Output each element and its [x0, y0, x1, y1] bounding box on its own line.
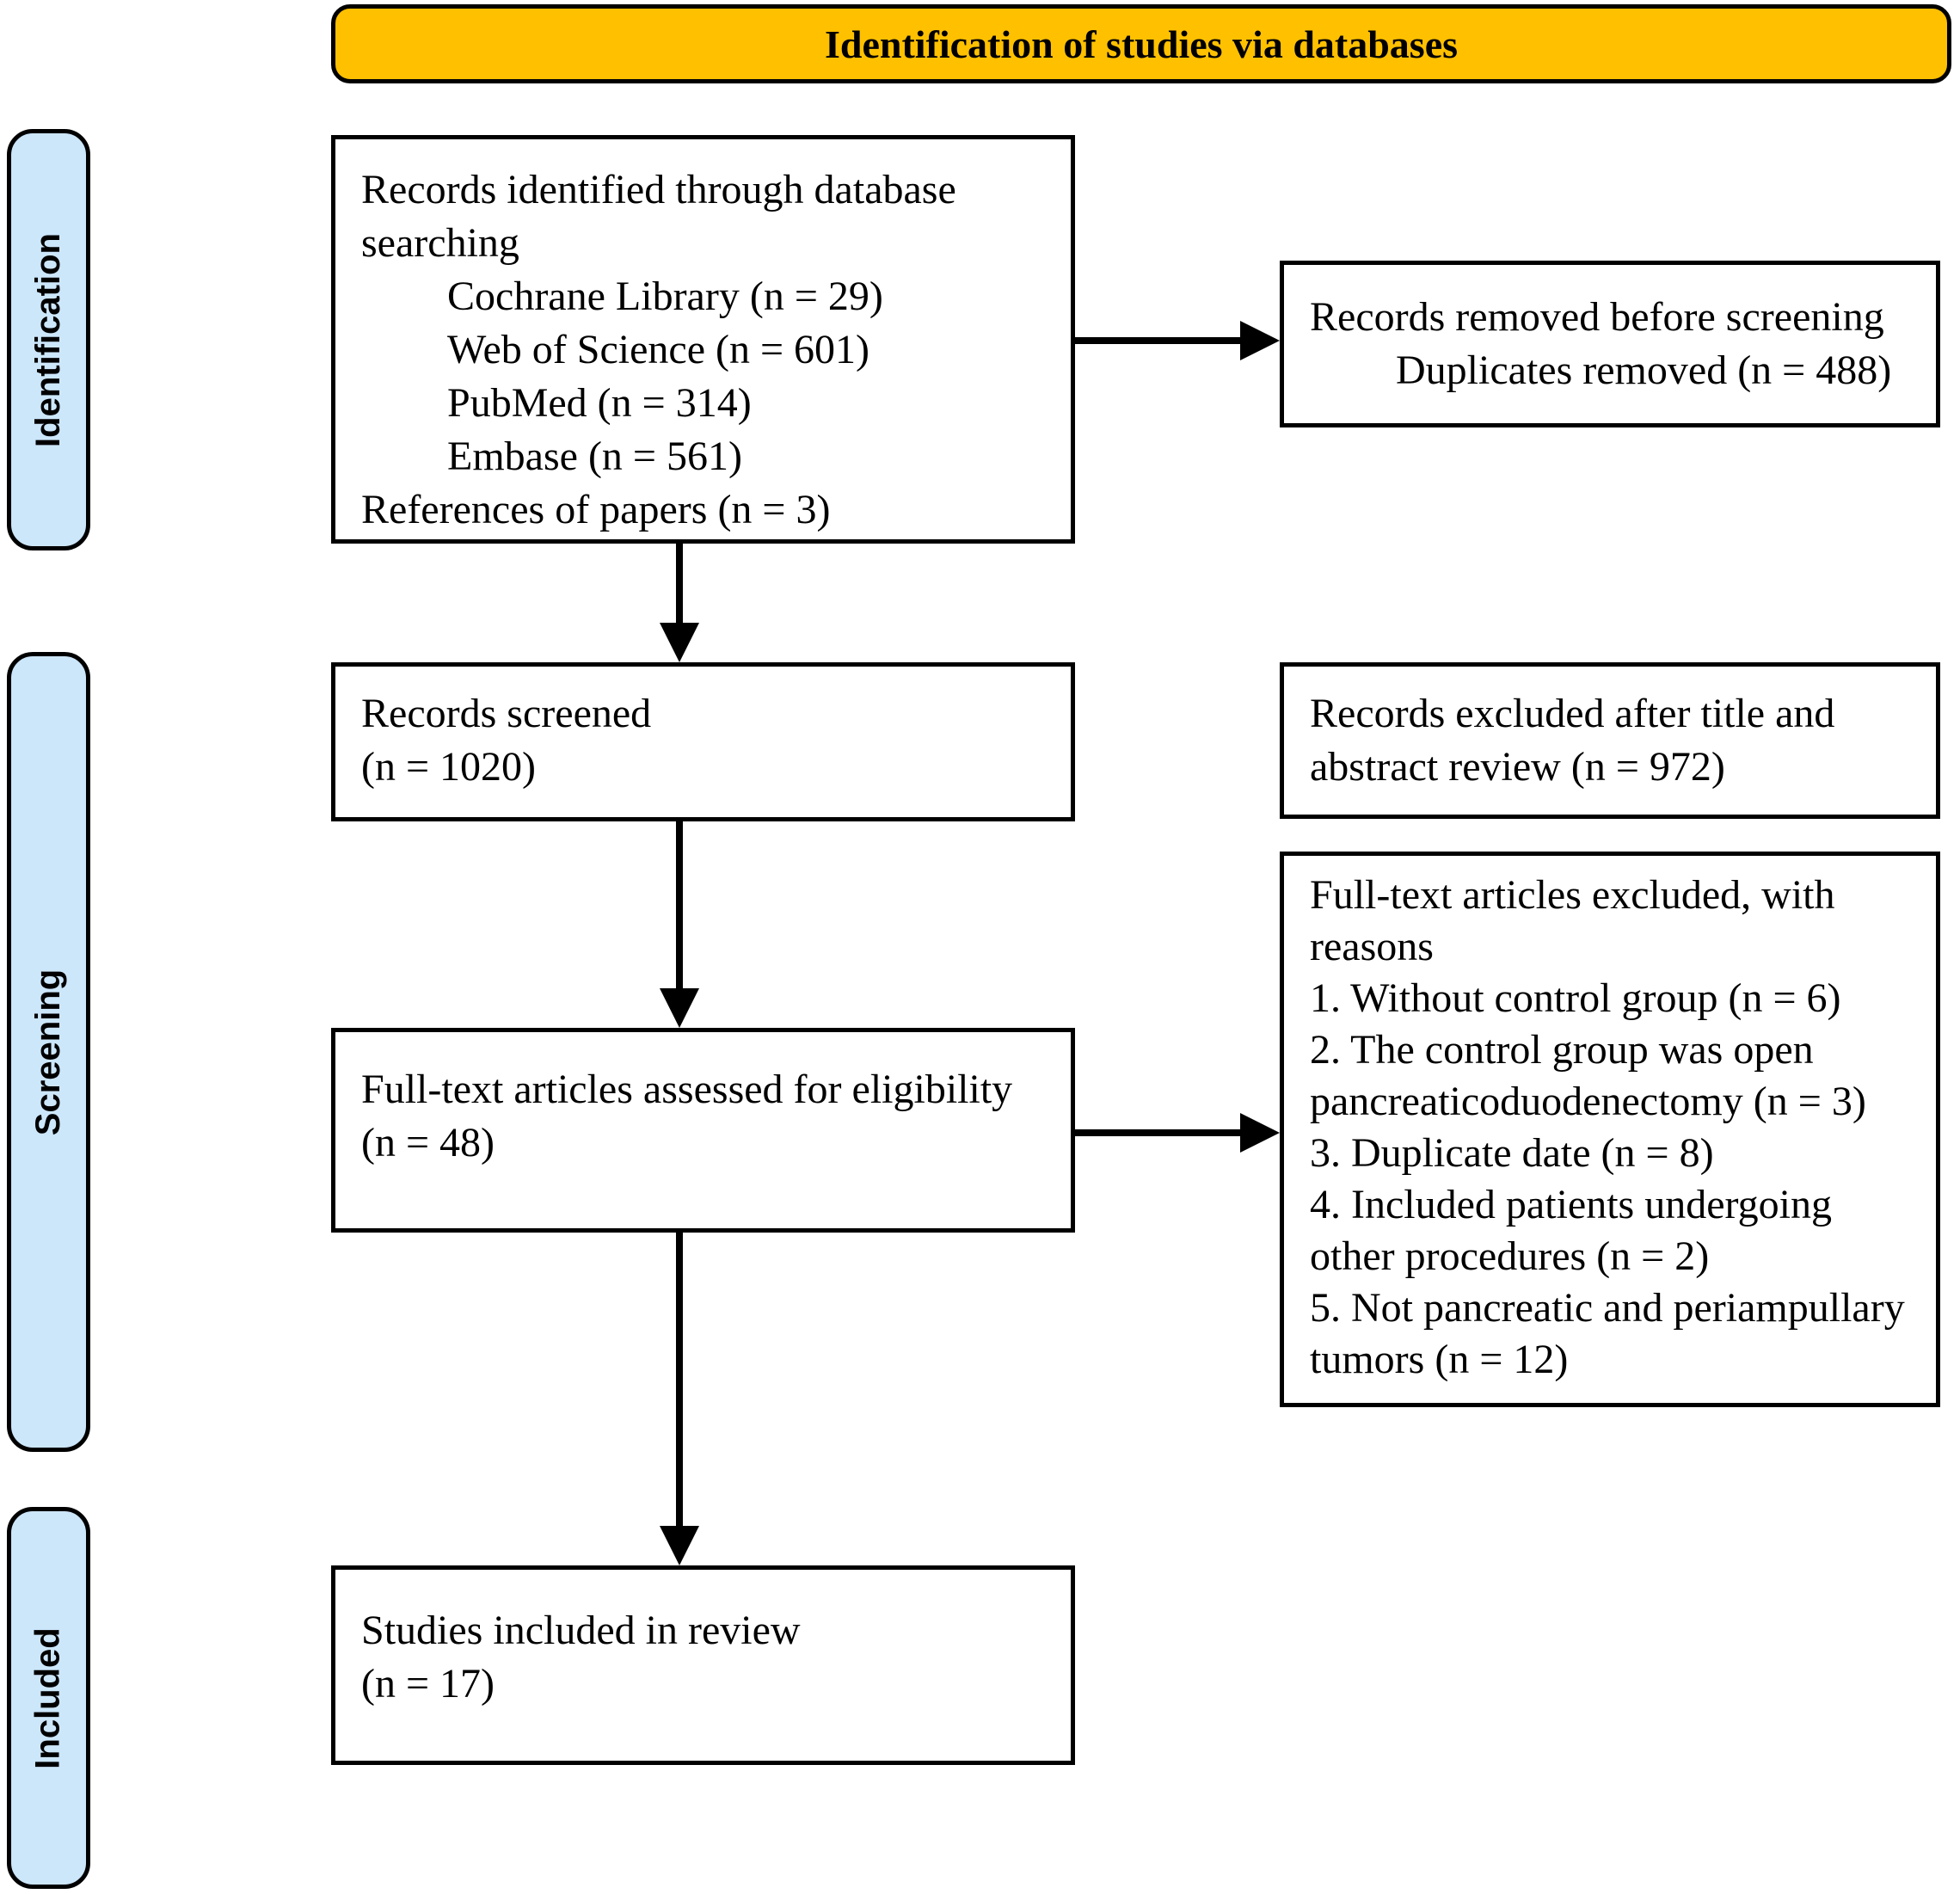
fulltext-excluded-reason-5: 5. Not pancreatic and periampullary tumo…: [1310, 1285, 1905, 1382]
stage-label-identification: Identification: [7, 129, 90, 550]
records-screened-line1: Records screened: [361, 691, 652, 736]
fulltext-assessed-line1: Full-text articles assessed for eligibil…: [361, 1067, 1013, 1112]
banner-identification-via-databases: Identification of studies via databases: [331, 4, 1951, 83]
banner-label: Identification of studies via databases: [824, 22, 1459, 66]
box-records-identified: Records identified through database sear…: [331, 135, 1075, 544]
arrow-screened-to-assessed-shaft: [676, 821, 683, 991]
fulltext-assessed-line2: (n = 48): [361, 1120, 495, 1165]
source-references: References of papers (n = 3): [361, 487, 831, 532]
source-cochrane: Cochrane Library (n = 29): [447, 274, 883, 319]
arrow-assessed-to-included-shaft: [676, 1233, 683, 1528]
fulltext-excluded-header: Full-text articles excluded, with reason…: [1310, 872, 1835, 969]
box-records-excluded-title-abstract: Records excluded after title and abstrac…: [1280, 662, 1940, 819]
records-excluded-text: Records excluded after title and abstrac…: [1310, 691, 1835, 790]
arrow-identified-to-removed-shaft: [1075, 337, 1244, 344]
arrow-screened-to-assessed-head-icon: [660, 988, 699, 1028]
records-identified-intro: Records identified through database sear…: [361, 167, 956, 266]
box-studies-included: Studies included in review (n = 17): [331, 1565, 1075, 1765]
arrow-identified-to-removed-head-icon: [1240, 321, 1280, 360]
studies-included-line2: (n = 17): [361, 1661, 495, 1706]
box-records-removed: Records removed before screening Duplica…: [1280, 261, 1940, 427]
fulltext-excluded-reason-4: 4. Included patients undergoing other pr…: [1310, 1182, 1832, 1279]
arrow-identified-to-screened-shaft: [676, 544, 683, 625]
stage-label-included: Included: [7, 1507, 90, 1889]
fulltext-excluded-reason-3: 3. Duplicate date (n = 8): [1310, 1130, 1714, 1176]
source-pubmed: PubMed (n = 314): [447, 380, 752, 426]
stage-label-included-text: Included: [29, 1627, 68, 1769]
records-screened-line2: (n = 1020): [361, 744, 537, 790]
fulltext-excluded-reason-2: 2. The control group was open pancreatic…: [1310, 1027, 1866, 1124]
source-embase: Embase (n = 561): [447, 434, 742, 479]
box-records-screened: Records screened (n = 1020): [331, 662, 1075, 821]
box-fulltext-excluded: Full-text articles excluded, with reason…: [1280, 852, 1940, 1407]
arrow-assessed-to-excluded-head-icon: [1240, 1113, 1280, 1153]
arrow-assessed-to-excluded-shaft: [1075, 1129, 1244, 1136]
fulltext-excluded-reason-1: 1. Without control group (n = 6): [1310, 975, 1841, 1021]
records-removed-line2: Duplicates removed (n = 488): [1396, 347, 1892, 393]
records-removed-line1: Records removed before screening: [1310, 294, 1884, 340]
arrow-assessed-to-included-head-icon: [660, 1526, 699, 1565]
stage-label-screening-text: Screening: [29, 969, 67, 1135]
stage-label-identification-text: Identification: [29, 232, 68, 447]
arrow-identified-to-screened-head-icon: [660, 623, 699, 662]
studies-included-line1: Studies included in review: [361, 1608, 801, 1653]
box-fulltext-assessed: Full-text articles assessed for eligibil…: [331, 1028, 1075, 1233]
source-web-of-science: Web of Science (n = 601): [447, 327, 870, 372]
stage-label-screening: Screening: [7, 652, 90, 1452]
